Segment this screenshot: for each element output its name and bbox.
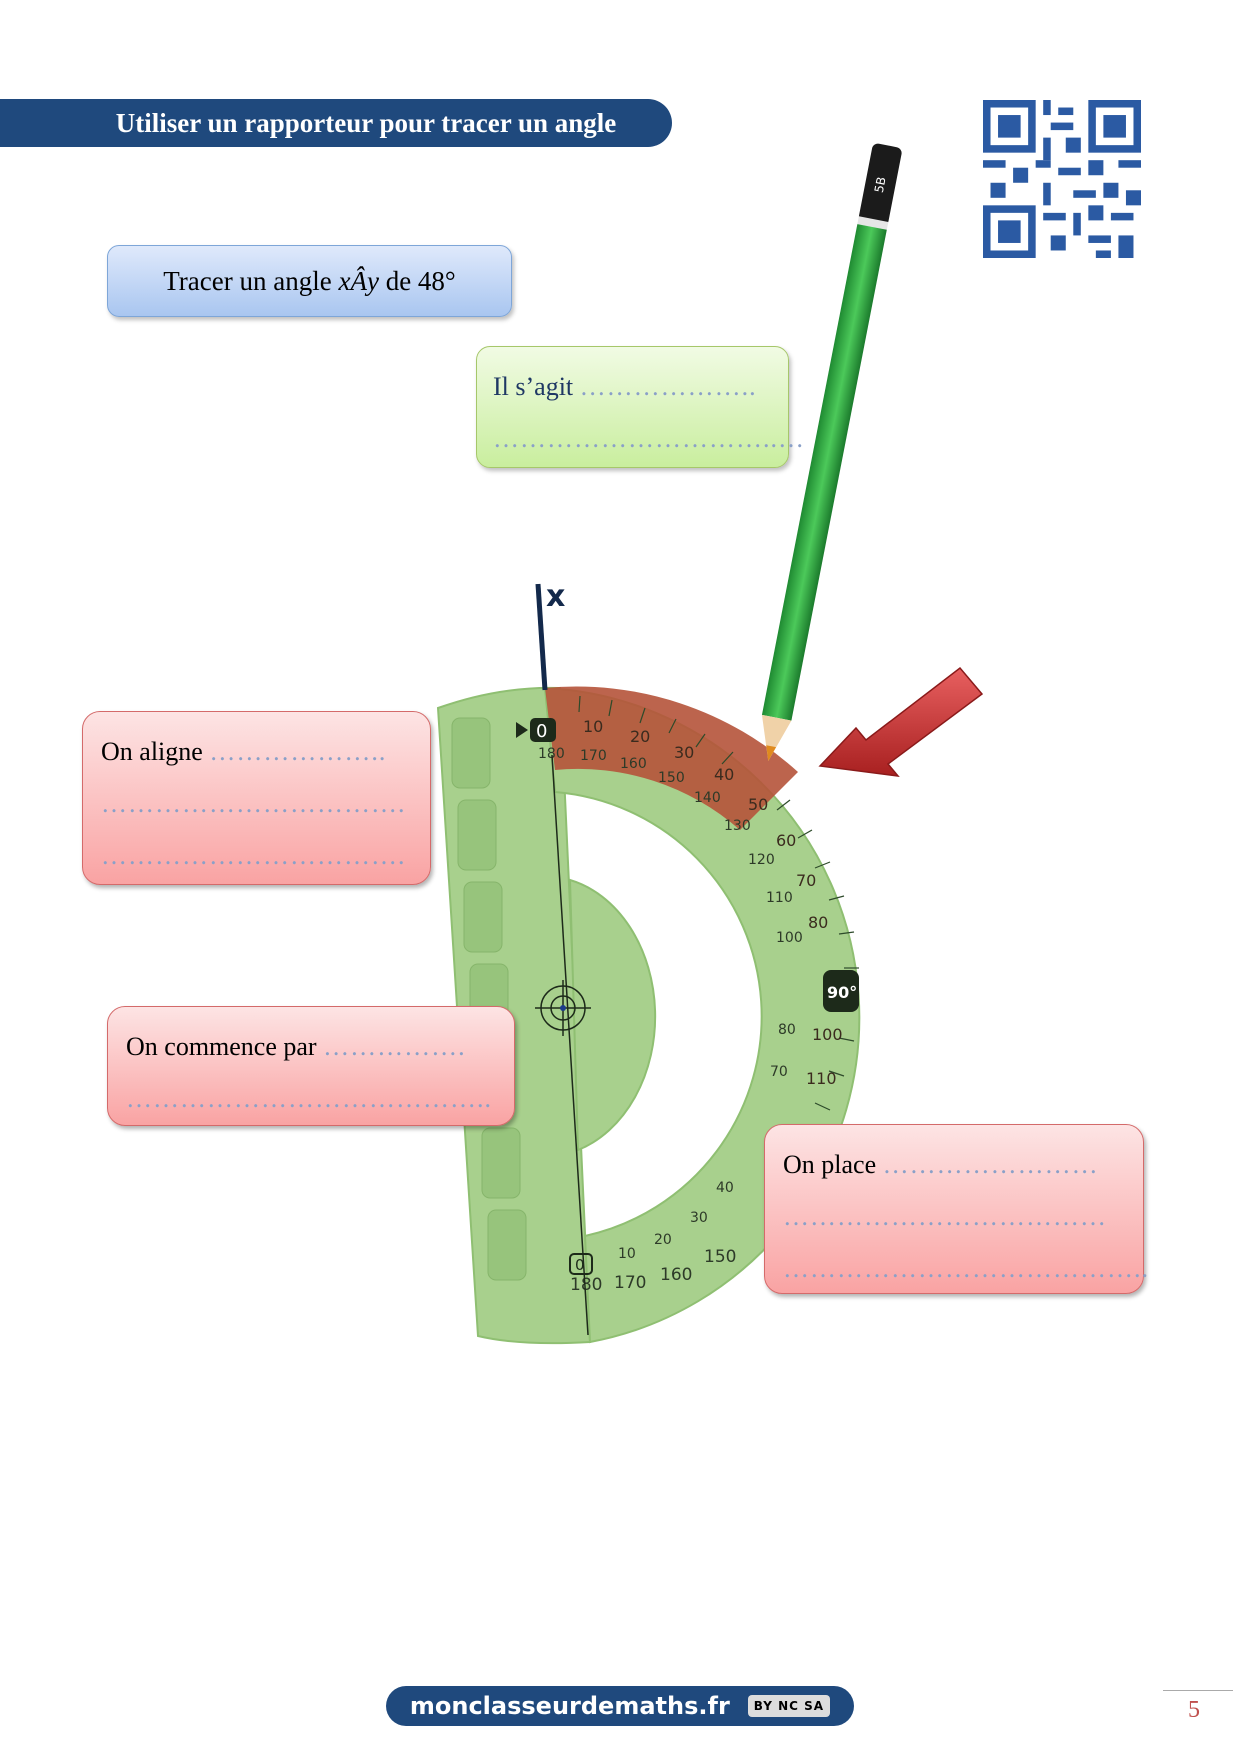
outer-scale-labels: 10 20 30 40 50 60 70 80 100 110 bbox=[583, 717, 843, 1088]
page-number-rule bbox=[1163, 1690, 1233, 1691]
outer-scale-110: 110 bbox=[806, 1069, 837, 1088]
step-place-fill-2: ……………………………… bbox=[783, 1202, 1107, 1231]
outer-scale-70: 70 bbox=[796, 871, 816, 890]
inner-scale-labels: 180 170 160 150 140 130 120 110 100 80 7… bbox=[538, 746, 803, 1262]
outer-scale-10: 10 bbox=[583, 717, 603, 736]
pencil-label: 5B bbox=[872, 176, 889, 194]
inner-scale-160: 160 bbox=[620, 756, 647, 772]
inner-scale-170: 170 bbox=[580, 748, 607, 764]
vertex-point bbox=[560, 1005, 566, 1011]
red-arrow-icon bbox=[818, 666, 984, 777]
inner-scale-120: 120 bbox=[748, 852, 775, 868]
inner-scale-100: 100 bbox=[776, 930, 803, 946]
angle-highlight-arc bbox=[545, 686, 798, 830]
cc-license-icon: BY NC SA bbox=[747, 1695, 831, 1717]
footer-banner[interactable]: monclasseurdemaths.fr BY NC SA bbox=[386, 1686, 854, 1726]
step-start-fill-2: ………………………………….. bbox=[126, 1084, 492, 1113]
ninety-label: 90° bbox=[827, 983, 857, 1002]
inner-scale-20: 20 bbox=[654, 1232, 672, 1248]
zero-marker-bottom bbox=[569, 1253, 593, 1275]
bottom-scale-170: 170 bbox=[614, 1273, 646, 1293]
outer-scale-30: 30 bbox=[674, 743, 694, 762]
step-align-fill-2: ……………………………. bbox=[101, 789, 406, 818]
step-align-box: On aligne ……………….. ……………………………. ……………………… bbox=[82, 711, 431, 885]
step-place-fill-3: ………………………………….. bbox=[783, 1254, 1149, 1283]
step-place-box: On place …………………… ……………………………… ………………………… bbox=[764, 1124, 1148, 1294]
step-place-fill-1: …………………… bbox=[882, 1150, 1099, 1179]
step-start-box: On commence par ……………. ………………………………….. bbox=[107, 1006, 515, 1126]
outer-scale-40: 40 bbox=[714, 765, 734, 784]
hint-text: Il s’agit bbox=[493, 372, 574, 401]
protractor-baseline bbox=[551, 754, 589, 1336]
task-prefix: Tracer un angle bbox=[163, 265, 332, 296]
outer-scale-60: 60 bbox=[776, 831, 796, 850]
angle-name: xÂy bbox=[338, 265, 379, 296]
page-number: 5 bbox=[1188, 1697, 1200, 1723]
ray-ax bbox=[535, 583, 548, 691]
zero-label-bottom: 0 bbox=[575, 1256, 585, 1274]
zero-marker-top bbox=[530, 718, 556, 742]
zero-arrow-icon bbox=[516, 722, 528, 738]
inner-scale-130: 130 bbox=[724, 818, 751, 834]
task-box: Tracer un angle xÂy de 48° bbox=[107, 245, 512, 317]
outer-scale-50: 50 bbox=[748, 795, 768, 814]
zero-label-top: 0 bbox=[536, 721, 547, 742]
inner-scale-70: 70 bbox=[770, 1064, 788, 1080]
bottom-scale-labels: 180 170 160 150 bbox=[570, 1247, 736, 1295]
step-start-fill-1: ……………. bbox=[323, 1032, 466, 1061]
inner-scale-180: 180 bbox=[538, 746, 565, 762]
step-start-text: On commence par bbox=[126, 1032, 317, 1061]
protractor-ticks bbox=[578, 695, 860, 1172]
task-suffix: de 48° bbox=[385, 265, 456, 296]
hint-fill-line-1: ……………….. bbox=[579, 372, 757, 401]
outer-scale-20: 20 bbox=[630, 727, 650, 746]
page-title: Utiliser un rapporteur pour tracer un an… bbox=[115, 107, 617, 138]
inner-scale-80: 80 bbox=[778, 1022, 796, 1038]
inner-scale-30: 30 bbox=[690, 1210, 708, 1226]
hint-fill-line-2: …………………………..… bbox=[493, 424, 805, 453]
outer-scale-80: 80 bbox=[808, 913, 828, 932]
footer-site-link[interactable]: monclasseurdemaths.fr bbox=[409, 1692, 730, 1720]
page-title-banner: Utiliser un rapporteur pour tracer un an… bbox=[0, 99, 672, 147]
inner-scale-150: 150 bbox=[658, 770, 685, 786]
ray-label-x: x bbox=[546, 579, 565, 614]
pencil-icon: 5B bbox=[761, 143, 902, 761]
inner-scale-40: 40 bbox=[716, 1180, 734, 1196]
step-align-fill-3: ……………………………. bbox=[101, 841, 406, 870]
ninety-badge bbox=[823, 970, 859, 1012]
inner-scale-110: 110 bbox=[766, 890, 793, 906]
outer-scale-100: 100 bbox=[812, 1025, 843, 1044]
step-align-text: On aligne bbox=[101, 737, 203, 766]
bottom-scale-150: 150 bbox=[704, 1247, 736, 1267]
bottom-scale-160: 160 bbox=[660, 1265, 692, 1285]
qr-code[interactable] bbox=[983, 100, 1141, 258]
hint-box: Il s’agit ……………….. …………………………..… bbox=[476, 346, 804, 468]
step-place-text: On place bbox=[783, 1150, 877, 1179]
bottom-scale-180: 180 bbox=[570, 1275, 602, 1295]
step-align-fill-1: ……………….. bbox=[209, 737, 387, 766]
inner-scale-140: 140 bbox=[694, 790, 721, 806]
protractor-hub bbox=[568, 878, 657, 1152]
inner-scale-10: 10 bbox=[618, 1246, 636, 1262]
